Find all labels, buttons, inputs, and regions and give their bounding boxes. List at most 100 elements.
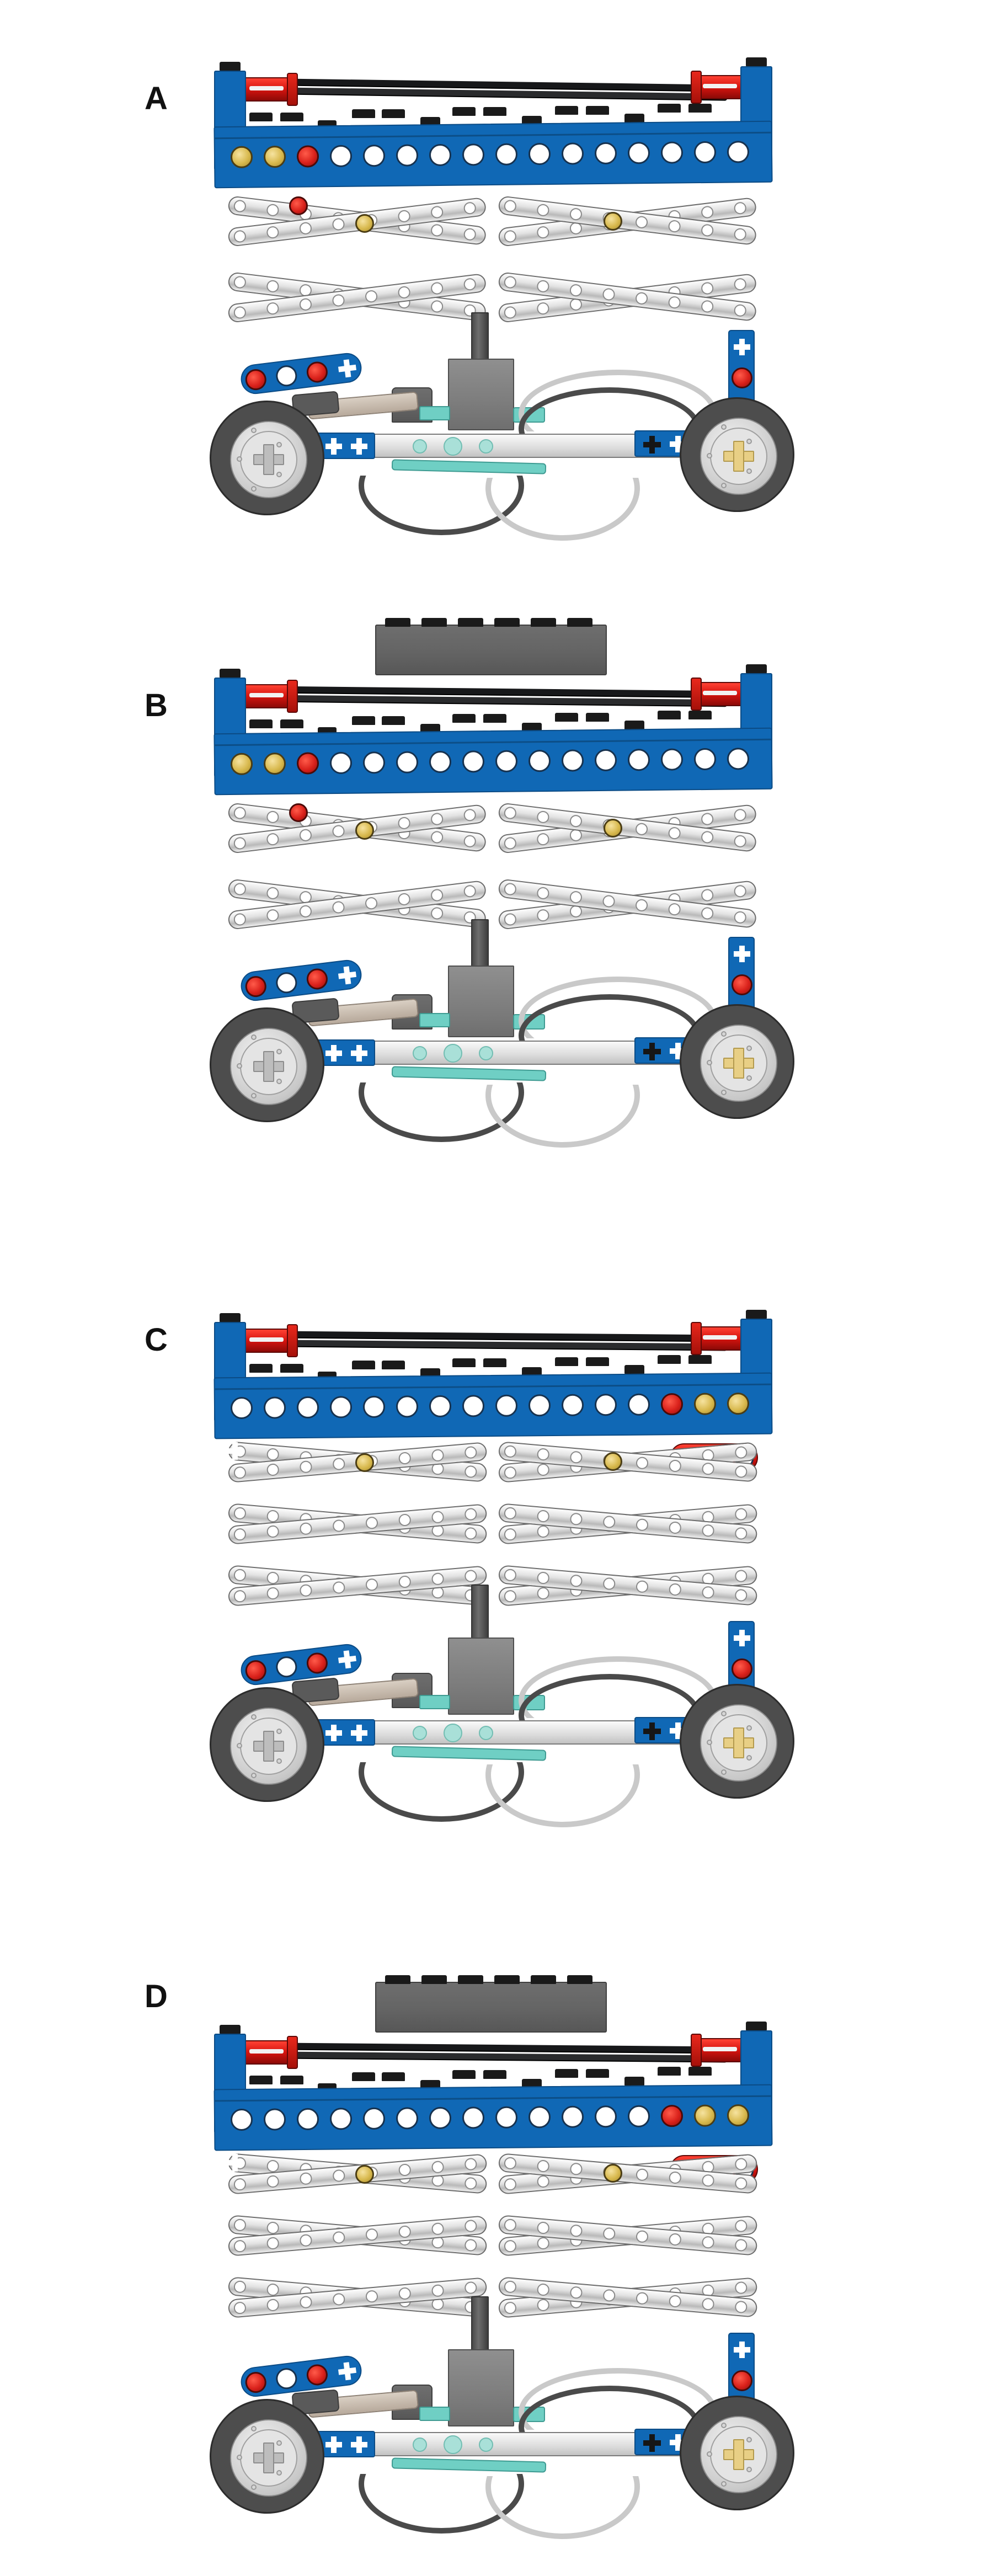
stud	[586, 713, 609, 722]
arm-hole	[536, 810, 550, 824]
scissor-pivot-pin-yellow	[355, 1453, 374, 1472]
stud	[280, 719, 303, 728]
link-pin-red	[305, 360, 329, 384]
stud	[658, 711, 681, 719]
scissor-pivot-pin-yellow	[604, 1452, 622, 1471]
motor-housing	[448, 966, 514, 1037]
arm-hole	[233, 306, 247, 319]
wheel-left	[210, 401, 324, 515]
arm-hole	[266, 1587, 280, 1600]
arm-hole	[536, 1448, 550, 1461]
stud	[352, 1361, 375, 1369]
arm-hole	[431, 1448, 445, 1462]
scissor-lattice	[223, 189, 780, 371]
link-pin-red	[244, 367, 268, 392]
blue-link-arm-left	[239, 958, 364, 1003]
arm-hole	[299, 2233, 313, 2247]
arm-hole	[569, 890, 583, 904]
beam-hole	[396, 2107, 419, 2130]
teal-connector-left	[419, 406, 450, 420]
stud	[522, 723, 542, 732]
scissor-lattice	[223, 1438, 780, 1670]
arm-hole	[298, 904, 313, 919]
stud	[586, 106, 609, 115]
arm-hole	[463, 277, 477, 291]
beam-hole	[528, 749, 551, 772]
arm-hole	[266, 2159, 280, 2173]
arm-hole	[668, 219, 681, 233]
arm-hole	[734, 2157, 748, 2171]
arm-hole	[299, 2295, 313, 2309]
arm-hole	[332, 2169, 346, 2183]
panel-A: A	[0, 0, 993, 640]
beam-hole	[561, 749, 584, 772]
arm-hole	[332, 2231, 346, 2244]
arm-hole	[504, 2218, 517, 2232]
arm-hole	[668, 1583, 682, 1596]
arm-hole	[464, 2157, 478, 2171]
blue-link-arm-left	[239, 351, 364, 396]
arm-hole	[504, 1466, 517, 1480]
beam-hole	[627, 749, 650, 771]
arm-hole	[398, 2225, 412, 2238]
arm-hole	[536, 832, 550, 846]
arm-hole	[668, 295, 681, 310]
arm-hole	[233, 2178, 247, 2191]
stud	[420, 724, 440, 733]
arm-hole	[397, 285, 411, 300]
arm-hole	[233, 1590, 247, 1603]
arm-hole	[733, 808, 747, 822]
platform-stud	[458, 1975, 483, 1984]
beam-pin-red-1	[660, 2104, 684, 2127]
stud	[280, 2076, 303, 2084]
beam-hole	[462, 750, 485, 773]
arm-hole	[298, 297, 313, 312]
arm-hole	[463, 884, 477, 898]
arm-hole	[733, 910, 747, 925]
arm-hole	[332, 294, 345, 307]
beam-hole	[594, 2105, 617, 2128]
arm-hole	[734, 2219, 748, 2233]
red-connector-left-slot	[249, 2049, 284, 2054]
red-bush-right	[691, 678, 702, 711]
arm-hole	[700, 812, 714, 826]
stud	[220, 2025, 241, 2034]
beam-hole	[462, 2106, 485, 2129]
beam-hole	[495, 143, 518, 166]
arm-hole	[431, 1510, 445, 1524]
wheel-axle-cross-gray	[253, 1051, 284, 1082]
arm-hole	[233, 275, 247, 289]
red-bush-left	[287, 1324, 298, 1357]
red-connector-right-slot	[703, 691, 737, 695]
red-connector-left-slot	[249, 693, 284, 697]
panel-D: D	[0, 1964, 993, 2576]
arm-hole	[636, 2230, 649, 2243]
stud	[382, 109, 405, 118]
wheel-rim-inner	[240, 2429, 297, 2487]
platform-stud	[494, 1975, 520, 1984]
teal-axle-dot	[479, 1046, 493, 1060]
beam-hole	[329, 2108, 353, 2130]
beam-pin-yellow-1	[230, 146, 253, 168]
beam-hole	[727, 748, 750, 770]
scissor-pivot-pin-red	[289, 803, 308, 822]
arm-hole	[464, 1507, 478, 1521]
platform-stud	[421, 1975, 447, 1984]
arm-hole	[636, 2168, 649, 2182]
beam-pin-yellow-1	[693, 2104, 717, 2127]
arm-hole	[430, 888, 444, 902]
arm-hole	[431, 2222, 445, 2236]
wheel-axle-cross-gray	[253, 444, 284, 475]
arm-hole	[504, 2239, 517, 2253]
stud	[746, 664, 767, 673]
wheel-left	[210, 1007, 324, 1122]
stud	[220, 669, 241, 678]
stud	[688, 1355, 712, 1364]
gray-platform-brick	[375, 1975, 607, 2033]
chassis-axle-cross	[351, 1045, 367, 1062]
stud	[249, 113, 273, 121]
beam-hole	[627, 142, 650, 164]
beam-hole	[329, 1396, 353, 1418]
stud	[688, 104, 712, 113]
beam-hole	[561, 1394, 584, 1416]
